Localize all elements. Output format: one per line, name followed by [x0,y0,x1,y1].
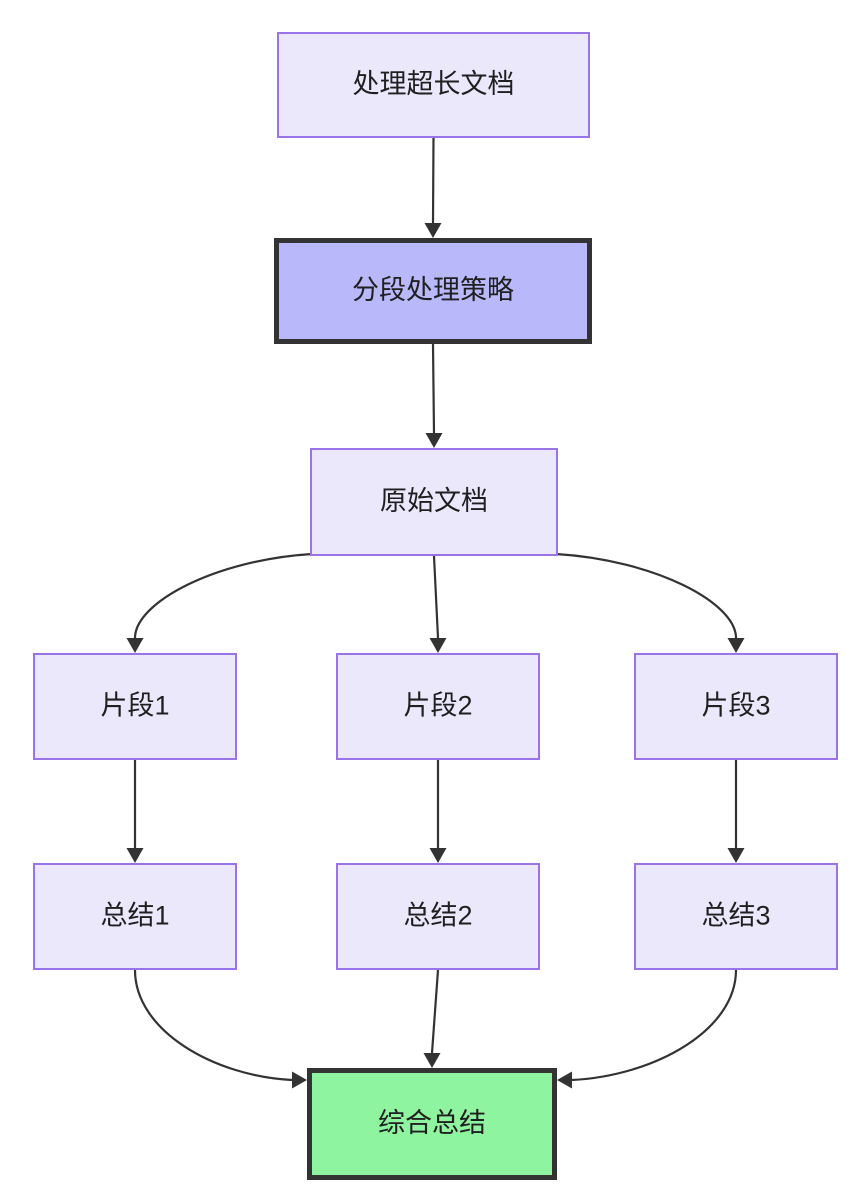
edge-e-longdoc-strategy [424,137,442,238]
node-label: 处理超长文档 [353,69,515,99]
node-n-source-doc[interactable]: 原始文档 [310,448,558,556]
arrow-head-down [126,848,144,863]
node-shape[interactable] [33,653,237,760]
edge-line [133,969,293,1082]
node-n-chunk-strategy[interactable]: 分段处理策略 [274,238,592,344]
arrow-head-down [727,848,745,863]
edge-e-frag1-sum1 [126,760,144,863]
node-shape[interactable] [274,238,592,344]
edge-e-source-frag3 [555,552,745,653]
edge-e-sum3-final [557,969,738,1089]
edge-line [571,969,738,1082]
edge-line [431,137,435,224]
arrow-head-down [429,848,447,863]
edge-e-sum2-final [423,969,441,1068]
node-label: 总结3 [701,901,770,931]
node-shape[interactable] [634,863,838,970]
edge-line [555,552,738,639]
arrow-head-right [292,1071,307,1089]
node-n-long-doc[interactable]: 处理超长文档 [277,32,590,138]
node-label: 分段处理策略 [352,275,514,305]
node-label: 片段1 [100,691,169,721]
node-n-fragment-3[interactable]: 片段3 [634,653,838,760]
arrow-head-down [424,223,442,238]
edges-layer [126,137,745,1089]
node-shape[interactable] [277,32,590,138]
node-label: 原始文档 [380,486,488,516]
node-shape[interactable] [310,448,558,556]
node-shape[interactable] [307,1068,557,1180]
node-shape[interactable] [336,653,540,760]
arrow-head-down [425,433,443,448]
arrow-head-down [126,638,144,653]
arrow-head-left [557,1071,572,1089]
edge-line [430,969,440,1054]
edge-e-sum1-final [133,969,307,1089]
node-n-summary-1[interactable]: 总结1 [33,863,237,970]
arrow-head-down [429,638,447,653]
node-label: 综合总结 [378,1108,486,1138]
arrow-head-down [423,1053,441,1068]
node-n-fragment-1[interactable]: 片段1 [33,653,237,760]
node-label: 总结2 [403,901,472,931]
edge-e-strategy-source [425,343,443,448]
node-n-summary-2[interactable]: 总结2 [336,863,540,970]
edge-e-source-frag1 [126,552,313,653]
node-shape[interactable] [634,653,838,760]
node-label: 片段3 [701,691,770,721]
node-n-final-summary[interactable]: 综合总结 [307,1068,557,1180]
edge-line [431,343,436,434]
node-label: 总结1 [100,901,169,931]
node-shape[interactable] [33,863,237,970]
node-shape[interactable] [336,863,540,970]
node-n-fragment-2[interactable]: 片段2 [336,653,540,760]
node-n-summary-3[interactable]: 总结3 [634,863,838,970]
edge-e-frag3-sum3 [727,760,745,863]
edge-line [133,552,313,639]
arrow-head-down [727,638,745,653]
edge-line [432,555,440,639]
edge-e-source-frag2 [429,555,447,653]
edge-e-frag2-sum2 [429,760,447,863]
node-label: 片段2 [403,691,472,721]
